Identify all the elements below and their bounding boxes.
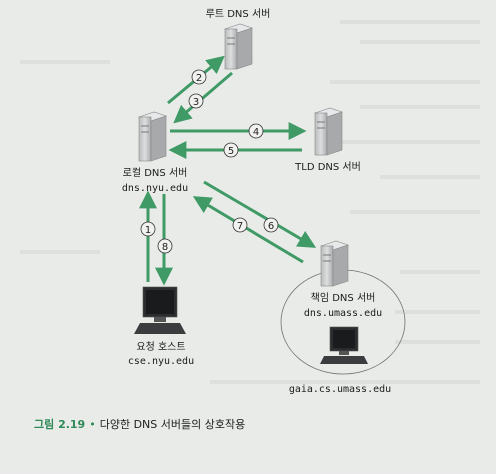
step-8-label: 8 <box>157 238 173 254</box>
step-3-label: 3 <box>188 93 204 109</box>
computer-icon <box>134 286 186 334</box>
svg-text:4: 4 <box>253 127 259 138</box>
step-6-label: 6 <box>263 217 279 233</box>
svg-text:8: 8 <box>162 242 168 253</box>
req-host-name: cse.nyu.edu <box>128 356 194 367</box>
root-server-label: 루트 DNS 서버 <box>206 8 271 20</box>
root-dns-server: 루트 DNS 서버 <box>206 8 271 70</box>
tld-server-label: TLD DNS 서버 <box>294 161 361 173</box>
figure-number: 그림 2.19 <box>34 418 86 431</box>
background-text <box>20 20 480 384</box>
figure-caption: 그림 2.19•다양한 DNS 서버들의 상호작용 <box>34 416 245 432</box>
server-icon <box>224 23 253 70</box>
server-icon <box>314 107 343 156</box>
step-2-label: 2 <box>191 69 207 85</box>
svg-text:2: 2 <box>196 73 202 84</box>
step-7-label: 7 <box>232 217 248 233</box>
computer-icon <box>320 326 368 364</box>
req-host-label: 요청 호스트 <box>136 341 185 353</box>
auth-server-label: 책임 DNS 서버 <box>311 291 376 304</box>
svg-text:7: 7 <box>237 221 243 232</box>
arrow-step-7 <box>192 196 304 264</box>
svg-text:6: 6 <box>268 221 274 232</box>
requesting-host: 요청 호스트 cse.nyu.edu <box>128 286 194 367</box>
dest-host-label: gaia.cs.umass.edu <box>289 384 391 395</box>
arrows <box>139 55 317 286</box>
local-dns-server: 로컬 DNS 서버 dns.nyu.edu <box>122 111 188 194</box>
server-icon <box>320 240 349 287</box>
step-4-label: 4 <box>248 123 264 139</box>
svg-text:1: 1 <box>145 225 151 236</box>
step-labels: 2 3 4 5 6 7 1 8 <box>140 69 279 254</box>
server-icon <box>138 111 167 162</box>
local-server-host: dns.nyu.edu <box>122 183 188 194</box>
tld-dns-server: TLD DNS 서버 <box>294 107 361 173</box>
caption-bullet: • <box>89 418 96 431</box>
svg-text:3: 3 <box>193 97 199 108</box>
step-5-label: 5 <box>223 142 239 158</box>
arrow-step-6 <box>203 180 317 248</box>
authoritative-dns-server: 책임 DNS 서버 dns.umass.edu gaia.cs.umass.ed… <box>280 240 406 395</box>
svg-text:5: 5 <box>228 146 234 157</box>
auth-server-host: dns.umass.edu <box>304 308 382 319</box>
caption-text: 다양한 DNS 서버들의 상호작용 <box>99 418 246 431</box>
local-server-label: 로컬 DNS 서버 <box>123 166 188 179</box>
arrow-step-3 <box>173 71 233 124</box>
step-1-label: 1 <box>140 221 156 237</box>
